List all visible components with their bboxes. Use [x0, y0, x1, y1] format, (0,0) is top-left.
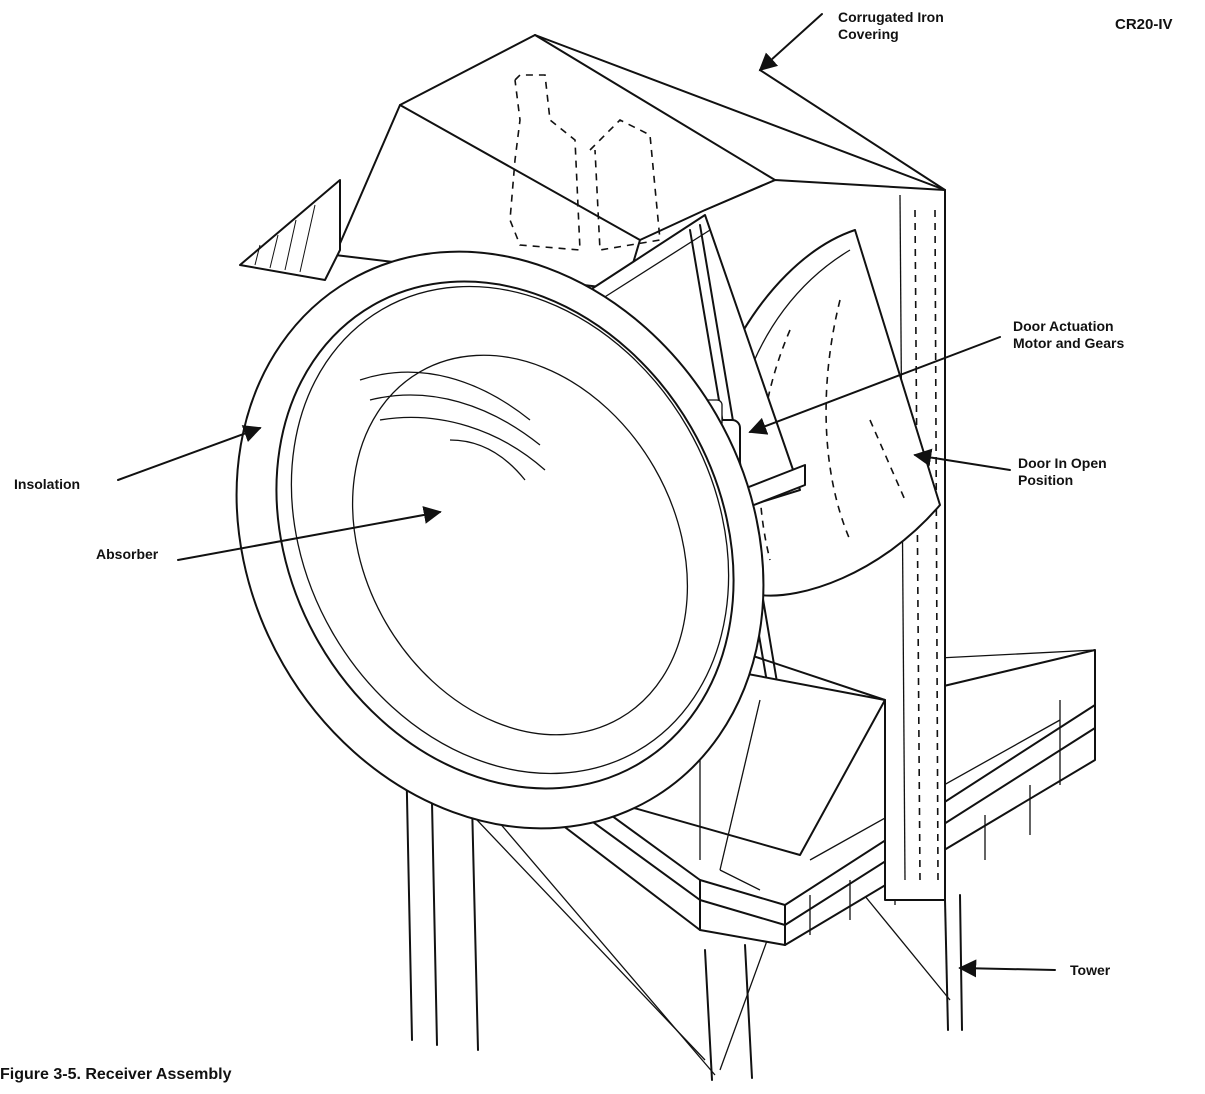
- label-door-actuation: Door Actuation Motor and Gears: [1013, 318, 1124, 352]
- label-door-actuation-line1: Door Actuation: [1013, 318, 1114, 334]
- figure-id: CR20-IV: [1115, 16, 1173, 33]
- label-corrugated-iron-line2: Covering: [838, 26, 899, 42]
- label-corrugated-iron-line1: Corrugated Iron: [838, 9, 944, 25]
- label-insolation: Insolation: [14, 476, 81, 492]
- figure-caption: Figure 3-5. Receiver Assembly: [0, 1066, 232, 1083]
- label-door-open-line1: Door In Open: [1018, 455, 1107, 471]
- top-hood: [239, 34, 776, 291]
- label-corrugated-iron: Corrugated Iron Covering: [838, 9, 944, 43]
- callout-arrows: [117, 13, 1056, 978]
- absorber-dish: [235, 250, 765, 830]
- label-tower: Tower: [1070, 962, 1111, 978]
- open-door: [708, 229, 941, 597]
- label-door-open: Door In Open Position: [1018, 455, 1107, 489]
- label-door-open-line2: Position: [1018, 472, 1074, 488]
- label-absorber: Absorber: [96, 546, 159, 562]
- label-door-actuation-line2: Motor and Gears: [1013, 335, 1125, 351]
